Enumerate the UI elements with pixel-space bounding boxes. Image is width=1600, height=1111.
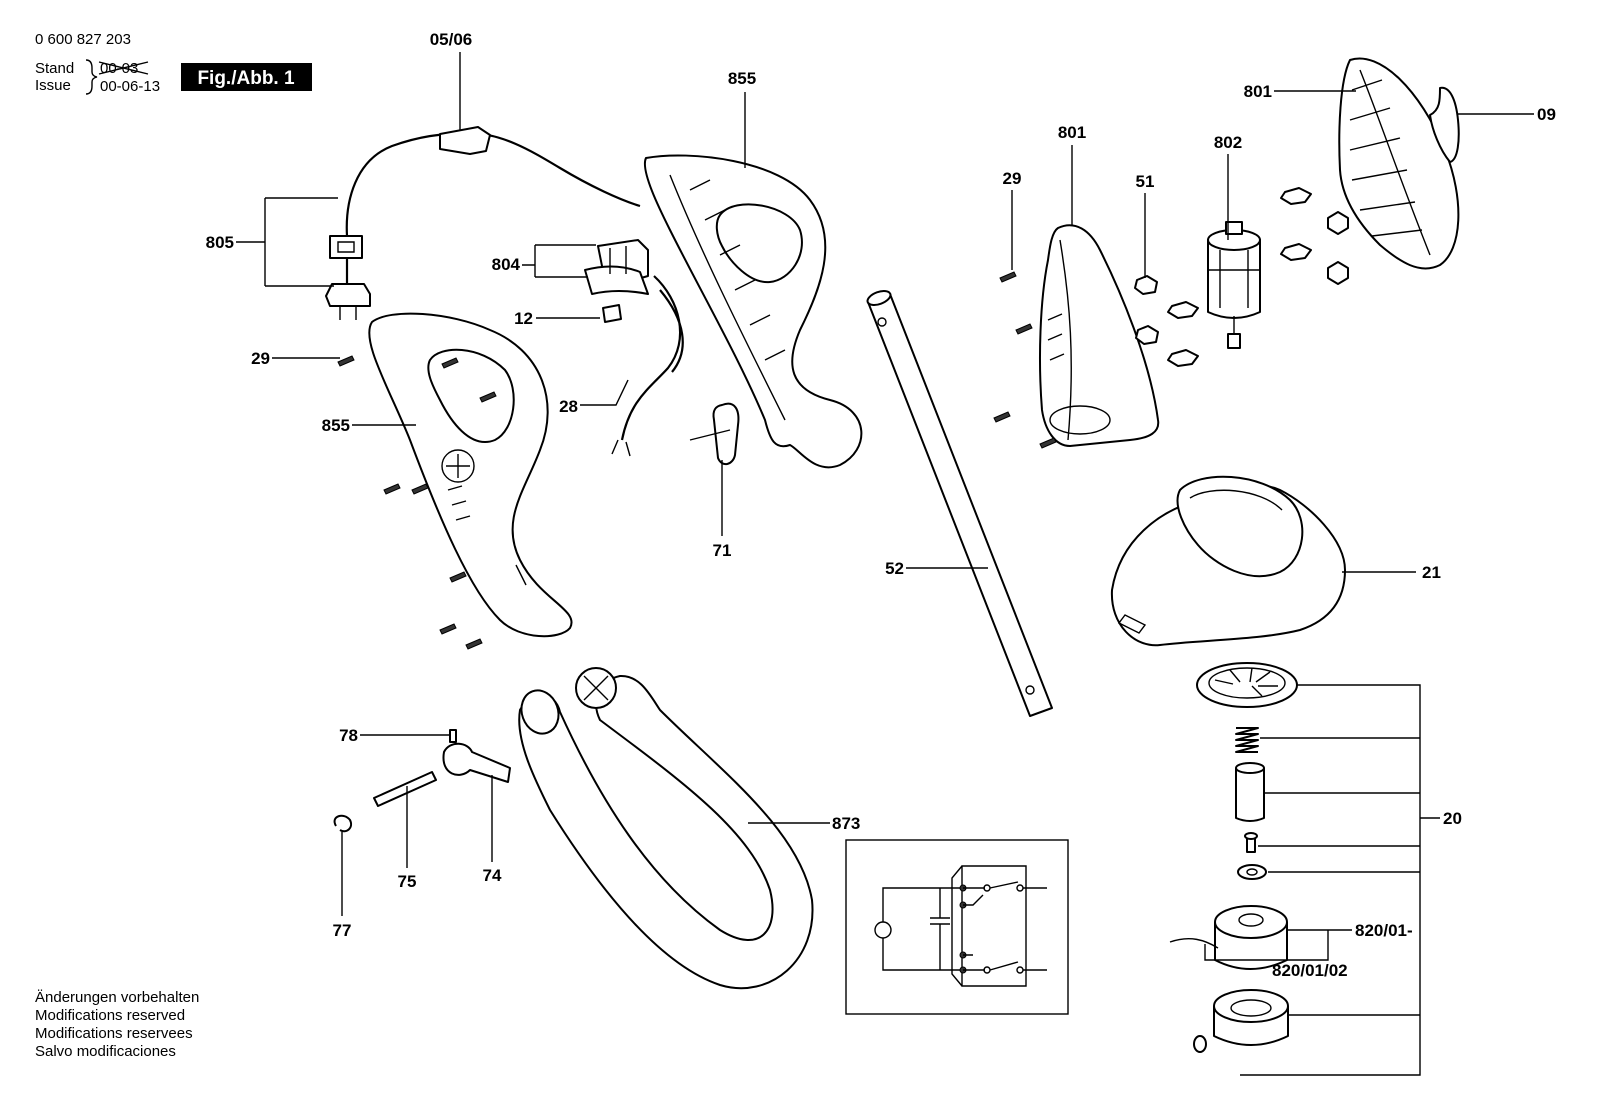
callout-71: 71: [713, 541, 732, 560]
shaft-tube-52: [866, 290, 1053, 717]
footer-line-en: Modifications reserved: [35, 1007, 185, 1024]
handle-half-right: [643, 154, 863, 469]
callout-873: 873: [832, 814, 860, 833]
motor-housing-half: [1039, 224, 1160, 447]
callout-12: 12: [514, 309, 533, 328]
stand-label: Stand: [35, 60, 74, 77]
stand-date-strike: [98, 61, 149, 75]
motor-802: [1207, 221, 1261, 349]
sleeve: [1235, 767, 1265, 822]
footer-notes: Änderungen vorbehalten Modifications res…: [35, 989, 199, 1060]
power-cord-assembly: [325, 126, 641, 320]
switch-button: [602, 304, 622, 323]
callout-28: 28: [559, 397, 578, 416]
small-parts: [333, 729, 511, 833]
wiring-diagram: [845, 839, 1069, 1015]
cord-strain-relief: [439, 126, 491, 155]
callout-09: 09: [1537, 105, 1556, 124]
internal-wire: [620, 275, 684, 441]
screws: [337, 271, 1057, 650]
callout-52: 52: [885, 559, 904, 578]
motor-nuts: [1134, 187, 1349, 367]
callout-75: 75: [398, 872, 417, 891]
callout-51: 51: [1136, 172, 1155, 191]
callout-29-right: 29: [1003, 169, 1022, 188]
callout-805: 805: [206, 233, 234, 252]
callout-78: 78: [339, 726, 358, 745]
callout-05-06: 05/06: [430, 30, 473, 49]
guard-21: [1110, 475, 1346, 647]
callout-804: 804: [492, 255, 521, 274]
part-number: 0 600 827 203: [35, 31, 131, 48]
motor-housing-half-right: [1338, 57, 1460, 270]
fan-disc: [1196, 662, 1298, 708]
callout-74: 74: [483, 866, 502, 885]
figure-label-box: [181, 63, 312, 91]
spool-head-assembly: [1169, 662, 1298, 1053]
spring: [1235, 727, 1259, 753]
bolt-75: [373, 771, 437, 807]
auxiliary-handle: [518, 667, 814, 990]
callout-801-right: 801: [1244, 82, 1272, 101]
washer: [1237, 864, 1267, 880]
power-plug: [325, 283, 371, 307]
callout-802: 802: [1214, 133, 1242, 152]
callout-855-left: 855: [322, 416, 350, 435]
callout-820-01: 820/01-: [1355, 921, 1413, 940]
callout-labels: 05/06 855 805 804 12 29 855 28 71 801 80…: [206, 30, 1556, 980]
pin-78: [449, 729, 457, 743]
header-block: 0 600 827 203 Stand Issue 00-03 00-06-13…: [35, 31, 312, 95]
plug-connector: [329, 235, 363, 259]
issue-label: Issue: [35, 77, 71, 94]
leader-lines: [236, 52, 1534, 1076]
wing-knob-74: [442, 742, 511, 783]
callout-801-center: 801: [1058, 123, 1086, 142]
callout-820-01-02: 820/01/02: [1272, 961, 1348, 980]
footer-line-de: Änderungen vorbehalten: [35, 989, 199, 1006]
part-71: [689, 402, 740, 466]
callout-21: 21: [1422, 563, 1441, 582]
issue-date: 00-06-13: [100, 78, 160, 95]
cord-wire: [345, 131, 641, 237]
callout-20: 20: [1443, 809, 1462, 828]
footer-line-es: Salvo modificaciones: [35, 1043, 176, 1060]
clip-77: [333, 814, 352, 833]
callout-77: 77: [333, 921, 352, 940]
handle-half-left: [368, 312, 573, 638]
callout-29-left: 29: [251, 349, 270, 368]
callout-855-top: 855: [728, 69, 756, 88]
footer-line-fr: Modifications reservees: [35, 1025, 193, 1042]
label-plate-09: [1429, 86, 1460, 163]
switch-assembly: [584, 239, 684, 457]
figure-label: Fig./Abb. 1: [197, 68, 295, 89]
header-brace: [85, 59, 98, 95]
